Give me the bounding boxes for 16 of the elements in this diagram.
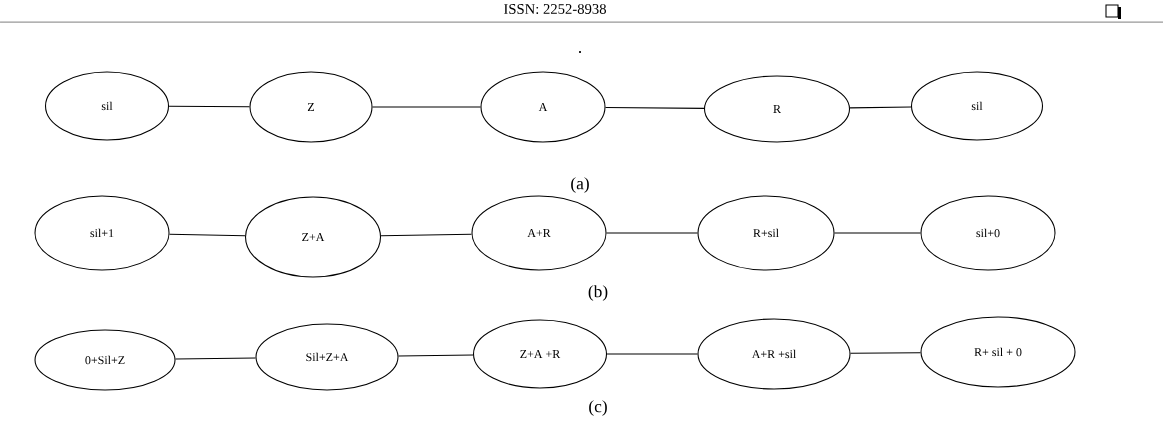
subfigure-caption: (b) bbox=[588, 285, 608, 301]
connector-line bbox=[606, 232, 698, 234]
connector-line bbox=[606, 353, 698, 355]
connector-line bbox=[168, 105, 250, 108]
dot: . bbox=[579, 50, 582, 53]
connector-line bbox=[605, 107, 705, 109]
subfigure-caption: (a) bbox=[571, 177, 589, 193]
connector-line bbox=[380, 233, 473, 237]
connector-line bbox=[168, 233, 246, 237]
connector-line bbox=[834, 232, 921, 234]
page-header: ISSN: 2252-8938 bbox=[504, 4, 606, 14]
connector-line bbox=[372, 106, 481, 108]
connector-line bbox=[850, 352, 922, 354]
connector-line bbox=[397, 354, 474, 357]
connector-line bbox=[849, 106, 912, 109]
connector-line bbox=[174, 357, 257, 360]
